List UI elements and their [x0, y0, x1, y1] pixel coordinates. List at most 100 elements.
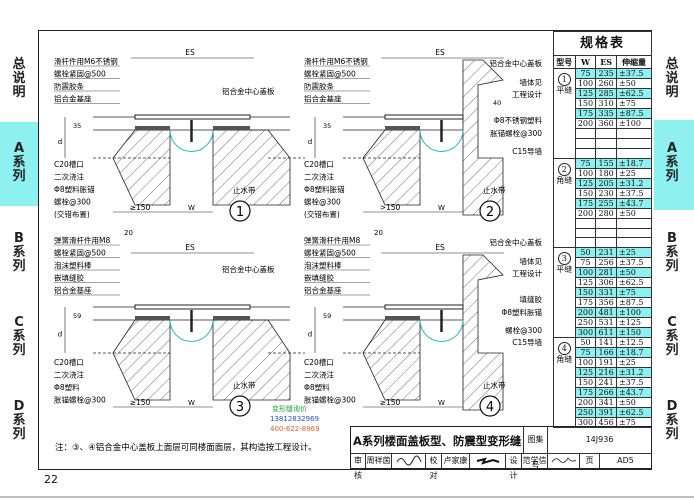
- spec-es-cell: 341: [595, 397, 617, 409]
- waterstop-arc: [169, 129, 214, 152]
- spec-movement-cell: ±37.5: [615, 187, 653, 199]
- waterstop-label: 止水带: [233, 185, 256, 195]
- spec-blank-cell: [595, 147, 617, 159]
- callout-label: 螺栓@300: [54, 197, 91, 207]
- left-tab-b-series[interactable]: B系列: [12, 231, 26, 274]
- checker-signature: [469, 453, 505, 468]
- w-dimension-label: W: [438, 204, 445, 212]
- spec-w-cell: 175: [574, 108, 597, 119]
- spec-movement-cell: ±75: [615, 417, 653, 429]
- callout-label: Φ8塑料胀锚: [54, 184, 95, 194]
- spec-movement-cell: ±100: [615, 118, 653, 129]
- spec-blank-cell: [574, 128, 597, 139]
- spec-es-cell: 280: [595, 207, 617, 219]
- page-code: AD5: [599, 453, 651, 468]
- spec-blank-cell: [574, 237, 597, 249]
- callout-label: Φ8塑料胀锚: [304, 184, 345, 194]
- min-width-label: ≥150: [130, 398, 151, 407]
- callout-label: 防震胶条: [54, 81, 84, 91]
- note-text: 注：③、④铝合金中心盖板上面层可同楼面面层，其构造按工程设计。: [55, 442, 317, 453]
- spec-header-cell: 型号: [553, 55, 576, 69]
- right-tab-general[interactable]: 总说明: [665, 57, 679, 100]
- spec-w-cell: 300: [574, 327, 597, 339]
- min-width-label: >150: [380, 203, 401, 212]
- spec-movement-cell: ±37.5: [615, 68, 653, 79]
- waterstop-label: 止水带: [483, 380, 506, 390]
- spec-w-cell: 100: [574, 357, 597, 369]
- designer-signature: [547, 453, 579, 468]
- w-dimension-label: W: [188, 204, 195, 212]
- spec-w-cell: 75: [574, 257, 597, 269]
- drawing-title: A系列楼面盖板型、防震型变形缝: [353, 434, 522, 448]
- spec-w-cell: 250: [574, 317, 597, 329]
- spec-header-cell: 伸缩量: [615, 55, 653, 69]
- spec-blank-cell: [615, 227, 653, 239]
- es-dimension-label: ES: [435, 48, 445, 57]
- spec-es-cell: 216: [595, 367, 617, 379]
- spec-w-cell: 150: [574, 187, 597, 199]
- spec-w-cell: 100: [574, 167, 597, 179]
- spec-blank-cell: [574, 227, 597, 239]
- spec-es-cell: 266: [595, 387, 617, 399]
- callout-label: 二次浇注: [54, 172, 84, 182]
- height-dimension-label: 59: [73, 312, 81, 320]
- right-tab-d-series[interactable]: D系列: [665, 399, 679, 442]
- spec-w-cell: 175: [574, 387, 597, 399]
- detail-number-circle: [479, 200, 501, 222]
- left-tab-general[interactable]: 总说明: [12, 57, 26, 100]
- spec-w-cell: 50: [574, 247, 597, 259]
- waterstop-arc: [419, 129, 464, 152]
- spec-header-cell: W: [574, 55, 597, 69]
- spec-movement-cell: ±43.7: [615, 197, 653, 209]
- spec-movement-cell: ±37.5: [615, 377, 653, 389]
- callout-label: Φ8塑料: [54, 382, 80, 392]
- callout-label: 滑杆件用M6不锈钢: [304, 56, 368, 66]
- designer-name: 范学信: [521, 453, 547, 468]
- right-tab-a-series[interactable]: A系列: [665, 141, 679, 184]
- spec-es-cell: 166: [595, 347, 617, 359]
- concrete-left: [362, 129, 421, 206]
- spec-movement-cell: ±31.2: [615, 367, 653, 379]
- spec-es-cell: 335: [595, 108, 617, 119]
- min-width-label: ≥150: [130, 203, 151, 212]
- alloy-base-left: [135, 316, 170, 320]
- gap-dimension-label: 20: [374, 229, 383, 237]
- concrete-left: [362, 319, 421, 401]
- right-tab-c-series[interactable]: C系列: [665, 315, 679, 358]
- center-cover-plate: [134, 304, 251, 310]
- right-tab-b-series[interactable]: B系列: [665, 231, 679, 274]
- spec-w-cell: 50: [574, 337, 597, 349]
- spec-table-title: 规格表: [553, 31, 652, 56]
- spec-w-cell: 75: [574, 68, 597, 79]
- callout-label: 二次浇注: [304, 172, 334, 182]
- es-dimension-label: ES: [185, 243, 195, 252]
- callout-label: C20槽口: [304, 357, 334, 367]
- watermark-phone2: 400-622-8969: [270, 425, 320, 433]
- spec-movement-cell: ±87.5: [615, 108, 653, 119]
- spec-movement-cell: ±50: [615, 207, 653, 219]
- spec-movement-cell: ±31.2: [615, 177, 653, 189]
- left-tab-c-series[interactable]: C系列: [12, 315, 26, 358]
- callout-label: 泡沫塑料棒: [54, 260, 92, 270]
- type-number-circle: 2: [557, 162, 571, 176]
- type-number-circle: 4: [557, 342, 571, 356]
- type-number-circle: 1: [557, 73, 571, 86]
- callout-label: 嵌填缝胶: [304, 273, 334, 283]
- spec-es-cell: 611: [595, 327, 617, 339]
- callout-label: 螺栓@300: [304, 197, 341, 207]
- left-tab-d-series[interactable]: D系列: [12, 399, 26, 442]
- guide-wall: [462, 254, 504, 411]
- left-tab-a-series[interactable]: A系列: [12, 141, 26, 184]
- spec-movement-cell: ±87.5: [615, 297, 653, 309]
- page-label: 页: [579, 453, 599, 468]
